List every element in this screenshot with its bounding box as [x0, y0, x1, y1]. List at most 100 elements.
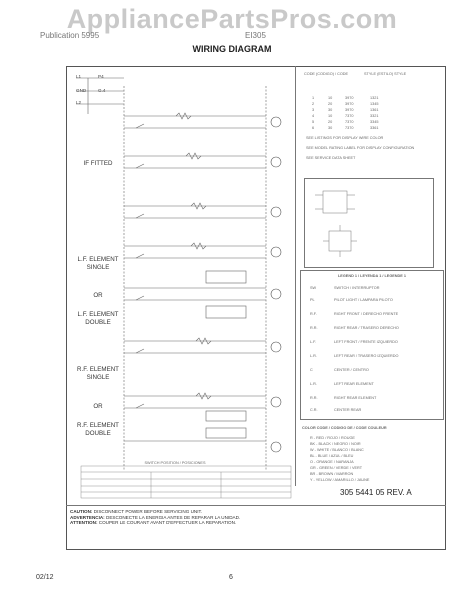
legend-code-8: L.R. [310, 382, 317, 386]
code-row-2-c: 3970 [345, 102, 354, 106]
legend-code-5: L.F. [310, 340, 317, 344]
code-row-5-b: 20 [328, 120, 333, 124]
terminal-l1: L1 [76, 74, 82, 79]
legend-box [300, 270, 444, 420]
label-rf-double-1: R.F. ELEMENT [77, 422, 119, 429]
label-if-fitted: IF FITTED [83, 160, 113, 167]
legend-code-4: R.R. [310, 326, 318, 330]
style-header: STYLE (ESTILO) STYLE [364, 72, 407, 76]
color-item-4: BL - BLUE / AZUL / BLEU [310, 454, 354, 458]
inset-diagram-box [304, 178, 434, 268]
legend-desc-2: PILOT LIGHT / LAMPARA PILOTO [334, 298, 393, 302]
diagram-frame [66, 66, 446, 550]
legend-desc-3: RIGHT FRONT / DERECHO FRENTE [334, 312, 399, 316]
label-rf-double-2: DOUBLE [85, 430, 111, 437]
color-item-6: GR - GREEN / VERDE / VERT [310, 466, 363, 470]
label-or-1: OR [93, 292, 103, 299]
legend-desc-7: CENTER / CENTRO [334, 368, 369, 372]
legend-code-3: R.F. [310, 312, 317, 316]
terminal-p4: P4 [98, 74, 104, 79]
color-item-7: BR - BROWN / MARRON [310, 472, 354, 476]
footer-page-number: 6 [229, 574, 233, 581]
color-item-5: O - ORANGE / NARANJA [310, 460, 354, 464]
label-lf-double-2: DOUBLE [85, 319, 111, 326]
caution-divider [66, 505, 446, 506]
legend-desc-6: LEFT REAR / TRASERO IZQUIERDO [334, 354, 399, 358]
code-row-3-b: 30 [328, 108, 333, 112]
code-row-6-a: 6 [312, 126, 315, 130]
code-row-5-a: 5 [312, 120, 315, 124]
legend-desc-5: LEFT FRONT / FRENTE IZQUIERDO [334, 340, 398, 344]
code-row-4-d: 3321 [370, 114, 379, 118]
code-row-3-d: 1361 [370, 108, 379, 112]
code-row-4-a: 4 [312, 114, 315, 118]
advertencia-text: DESCONECTE LA ENERGIA ANTES DE REPARAR L… [106, 514, 241, 520]
legend-code-1: SW [310, 286, 317, 290]
legend-title: LEGEND 1 / LEYENDA 1 / LEGENDE 1 [337, 274, 406, 278]
legend-code-7: C [310, 368, 313, 372]
attention-label: ATTENTION: [70, 520, 98, 526]
code-row-5-c: 7370 [345, 120, 354, 124]
caution-text: DISCONNECT POWER BEFORE SERVICING UNIT. [93, 509, 203, 514]
caution-label: CAUTION: [70, 509, 93, 514]
code-header: CODE (CODIGO) / CODE [304, 72, 349, 76]
color-item-2: BK - BLACK / NEGRO / NOIR [310, 442, 361, 446]
legend-code-9: R.R. [310, 396, 318, 400]
caution-line-1: CAUTION: DISCONNECT POWER BEFORE SERVICI… [70, 509, 240, 515]
header-model: EI305 [245, 31, 266, 40]
header-publication: Publication 5995 [40, 31, 100, 40]
caution-line-3: ATTENTION: COUPER LE COURANT AVANT D'EFF… [70, 520, 240, 526]
switch-table-title: SWITCH POSITION / POSICIONES [144, 461, 206, 465]
label-or-2: OR [93, 403, 103, 410]
legend-code-2: PL [310, 298, 315, 302]
code-row-6-b: 30 [328, 126, 333, 130]
color-item-8: Y - YELLOW / AMARILLO / JAUNE [310, 478, 370, 482]
part-number: 305 5441 05 REV. A [340, 488, 412, 497]
code-row-1-a: 1 [312, 96, 315, 100]
code-row-3-a: 3 [312, 108, 315, 112]
color-item-1: R - RED / ROJO / ROUGE [310, 436, 355, 440]
watermark-text: AppliancePartsPros.com [66, 4, 398, 34]
code-row-6-c: 7370 [345, 126, 354, 130]
page-title: WIRING DIAGRAM [192, 44, 272, 54]
code-row-2-a: 2 [312, 102, 315, 106]
caution-block: CAUTION: DISCONNECT POWER BEFORE SERVICI… [70, 509, 240, 526]
code-row-2-b: 20 [328, 102, 333, 106]
note-2: SEE MODEL RATING LABEL FOR DISPLAY CONFI… [306, 146, 415, 150]
code-row-4-b: 10 [328, 114, 333, 118]
inset-switch-diagram [315, 190, 357, 257]
legend-code-10: C.R. [310, 408, 318, 412]
color-code-title: COLOR CODE / CODIGO DE / CODE COULEUR [302, 426, 387, 430]
note-1: SEE LISTINGS FOR DISPLAY WIRE COLOR [306, 136, 384, 140]
panel-divider [295, 66, 296, 486]
note-3: SEE SERVICE DATA SHEET [306, 156, 356, 160]
wiring-schematic [76, 77, 292, 499]
legend-desc-4: RIGHT REAR / TRASERO DERECHO [334, 326, 399, 330]
legend-desc-9: RIGHT REAR ELEMENT [334, 396, 377, 400]
code-row-1-d: 1321 [370, 96, 379, 100]
terminal-g4: G.4 [98, 88, 106, 93]
code-row-1-b: 10 [328, 96, 333, 100]
advertencia-label: ADVERTENCIA: [70, 514, 105, 520]
label-rf-single-2: SINGLE [86, 374, 110, 381]
legend-desc-8: LEFT REAR ELEMENT [334, 382, 374, 386]
terminal-gnd: GND [76, 88, 87, 93]
legend-desc-10: CENTER REAR [334, 408, 362, 412]
label-lf-single-1: L.F. ELEMENT [77, 256, 119, 263]
code-row-6-d: 3361 [370, 126, 379, 130]
color-item-3: W - WHITE / BLANCO / BLANC [310, 448, 364, 452]
label-lf-double-1: L.F. ELEMENT [77, 311, 119, 318]
label-lf-single-2: SINGLE [86, 264, 110, 271]
attention-text: COUPER LE COURANT AVANT D'EFFECTUER LA R… [98, 520, 237, 526]
code-row-5-d: 3345 [370, 120, 379, 124]
code-row-1-c: 3970 [345, 96, 354, 100]
label-rf-single-1: R.F. ELEMENT [77, 366, 119, 373]
code-row-2-d: 1345 [370, 102, 379, 106]
code-row-3-c: 3970 [345, 108, 354, 112]
legend-desc-1: SWITCH / INTERRUPTOR [334, 286, 380, 290]
legend-code-6: L.R. [310, 354, 317, 358]
caution-line-2: ADVERTENCIA: DESCONECTE LA ENERGIA ANTES… [70, 515, 240, 521]
code-row-4-c: 7370 [345, 114, 354, 118]
terminal-l2: L2 [76, 100, 82, 105]
footer-date: 02/12 [36, 574, 54, 581]
